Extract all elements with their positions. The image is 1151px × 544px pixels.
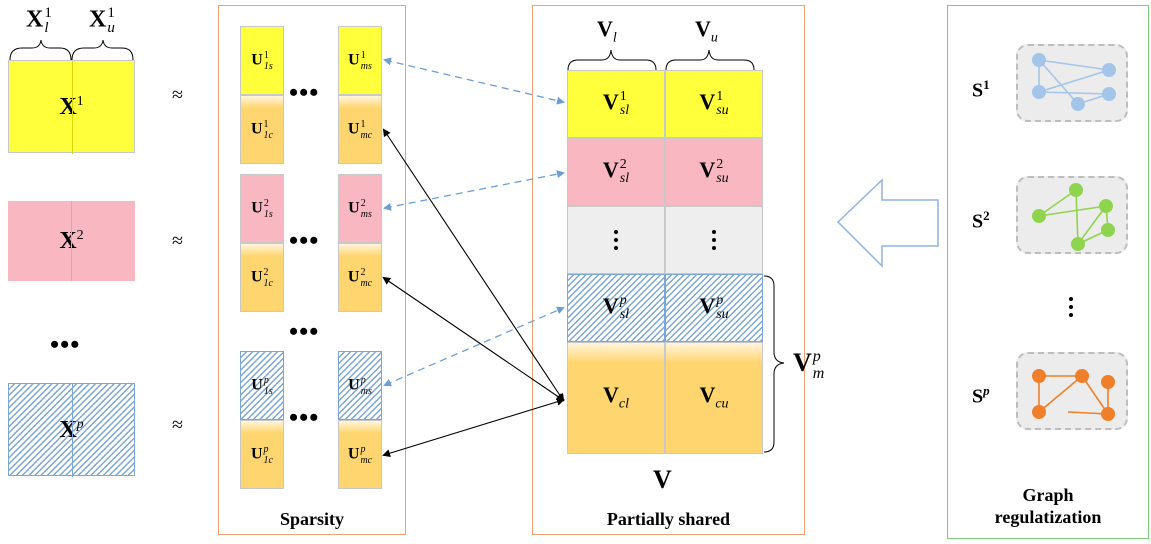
graph-2-icon: [1032, 183, 1115, 251]
u-ellipsis-1: •••: [289, 78, 320, 107]
vertical-ellipsis: [712, 230, 716, 250]
approx-symbol-1: ≈: [172, 84, 183, 106]
x-ellipsis: •••: [50, 330, 81, 359]
approx-symbol-2: ≈: [172, 230, 183, 252]
s2-label: S2: [972, 208, 990, 233]
xp-matrix: Xp: [8, 383, 135, 477]
u-ellipsis-3: •••: [289, 403, 320, 432]
graph-1-icon: [1032, 53, 1116, 111]
x1-braces: [9, 39, 134, 61]
graph-label-line2: regulatization: [994, 507, 1102, 527]
x1-matrix: X1: [8, 60, 135, 154]
v-cl-cell: Vcl: [567, 342, 665, 454]
graph-label: Graph regulatization: [947, 484, 1149, 528]
vertical-ellipsis: [614, 230, 618, 250]
u-ellipsis-middle: •••: [289, 317, 320, 346]
sp-label: Sp: [972, 383, 990, 408]
vpm-brace: [763, 275, 785, 453]
sparsity-label: Sparsity: [279, 509, 344, 529]
graph-box-1: [1016, 44, 1128, 122]
s1-label: S1: [972, 77, 990, 102]
graph-box-p: [1016, 352, 1128, 430]
graph-vertical-ellipsis: [1069, 297, 1073, 317]
graph-p-icon: [1032, 369, 1115, 421]
v-braces: [567, 49, 755, 71]
graph-box-2: [1016, 176, 1128, 254]
v-label: V: [653, 465, 672, 494]
graph-label-line1: Graph: [1022, 485, 1074, 505]
v-u-label: Vu: [695, 16, 718, 46]
big-left-arrow-icon: [836, 178, 939, 268]
v-l-label: Vl: [597, 16, 617, 46]
partially-shared-label: Partially shared: [606, 509, 731, 529]
approx-symbol-3: ≈: [172, 414, 183, 436]
v-ellipsis-right-cell: [665, 206, 763, 274]
u-ellipsis-2: •••: [289, 226, 320, 255]
v-cu-cell: Vcu: [665, 342, 763, 454]
v-ellipsis-left-cell: [567, 206, 665, 274]
x2-matrix: X2: [8, 201, 135, 281]
graph-regularization-panel: [947, 5, 1149, 539]
